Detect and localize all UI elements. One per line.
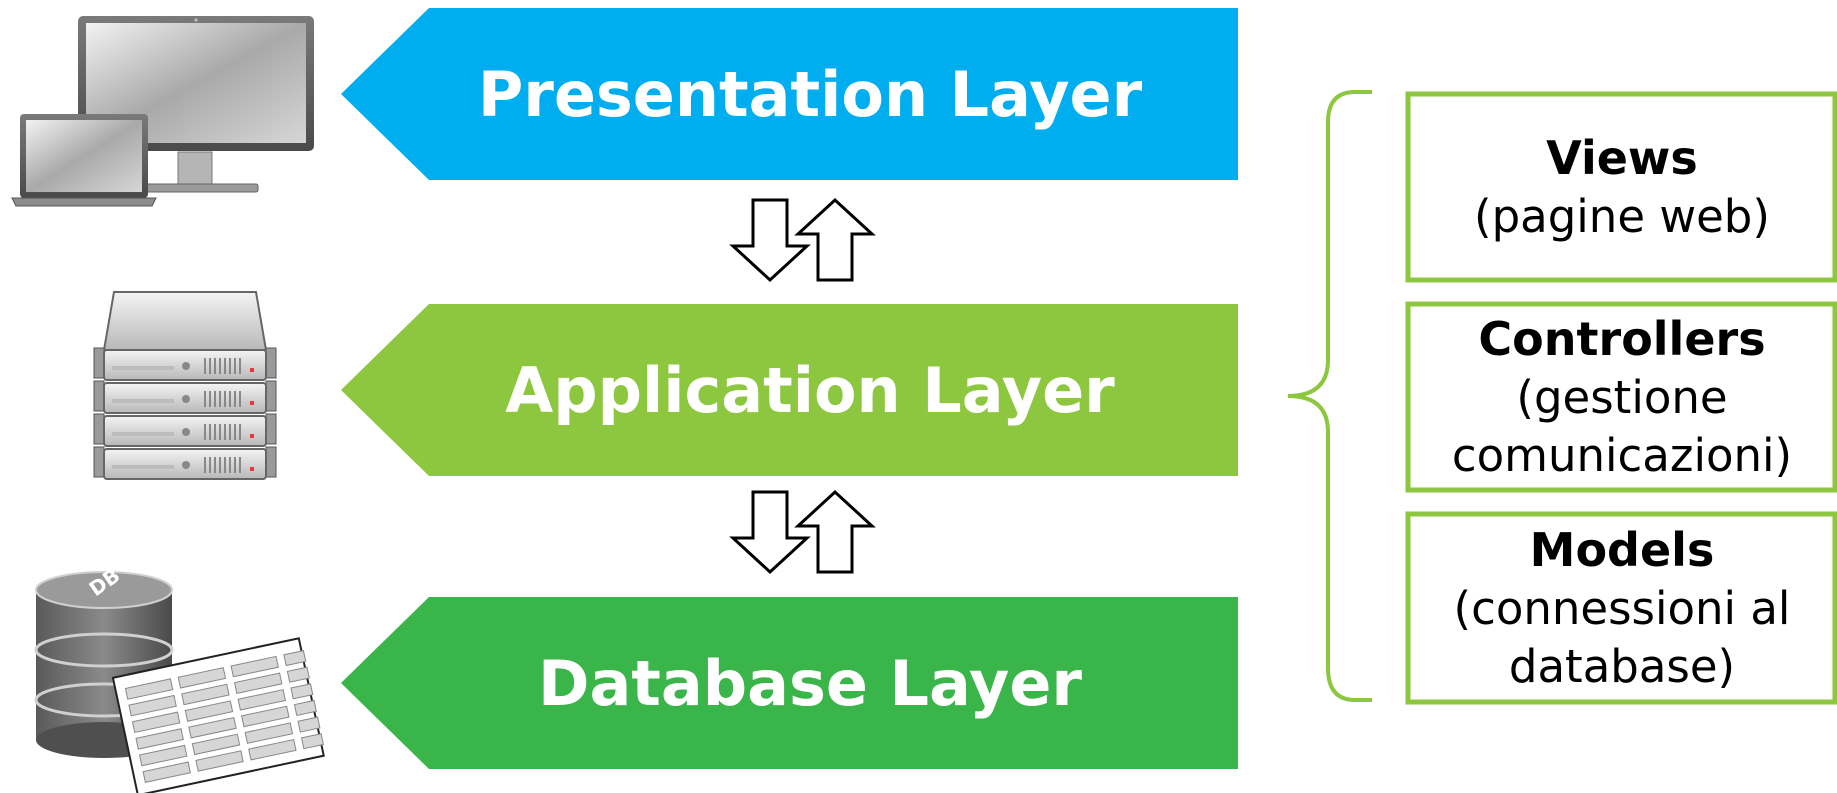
arrow-up-icon (794, 197, 876, 282)
mvc-description-line: (connessioni al (1454, 582, 1791, 635)
mvc-box-frame (1405, 91, 1837, 283)
layer-3: Database Layer (341, 597, 1238, 769)
arrow-up-icon (794, 489, 876, 574)
layer-2: Application Layer (341, 304, 1238, 476)
mvc-description-line: database) (1509, 640, 1735, 693)
server-unit (93, 446, 277, 480)
layer-arrow-shape (341, 304, 1238, 476)
down-up-arrows-1 (729, 197, 876, 283)
server-unit (93, 347, 277, 381)
curly-brace (1287, 90, 1372, 702)
mvc-box-frame (1405, 301, 1837, 493)
monitor-laptop-icon (11, 16, 314, 207)
layer-1: Presentation Layer (341, 8, 1238, 180)
arrow-down-icon (729, 490, 811, 575)
server-unit (93, 413, 277, 447)
layer-label: Application Layer (505, 354, 1115, 427)
layer-arrow-shape (341, 597, 1238, 769)
database-table-icon: DB (34, 563, 325, 793)
mvc-title: Controllers (1478, 312, 1765, 366)
mvc-description-line: (gestione (1516, 371, 1727, 424)
layer-label: Database Layer (538, 647, 1082, 720)
mvc-title: Models (1530, 523, 1715, 577)
layer-arrow-shape (341, 8, 1238, 180)
mvc-title: Views (1546, 131, 1698, 185)
down-up-arrows-2 (729, 489, 876, 575)
mvc-box-views: Views(pagine web) (1405, 91, 1837, 283)
mvc-description-line: comunicazioni) (1452, 429, 1792, 482)
server-rack-icon (93, 291, 277, 480)
server-unit (93, 380, 277, 414)
layer-label: Presentation Layer (478, 58, 1143, 131)
mvc-box-frame (1405, 511, 1837, 705)
arrow-down-icon (729, 198, 811, 283)
mvc-description-line: (pagine web) (1474, 190, 1770, 243)
